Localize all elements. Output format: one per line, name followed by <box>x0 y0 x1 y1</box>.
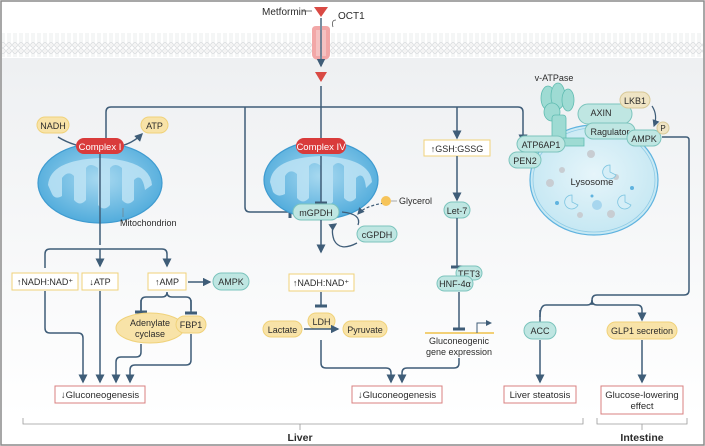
ldh-label: LDH <box>312 317 330 327</box>
hnf4a-label: HNF-4α <box>439 279 471 289</box>
intracellular-metformin-icon <box>315 72 327 82</box>
gsh-gssg-label: ↑GSH:GSSG <box>431 144 484 154</box>
lysosome-label: Lysosome <box>571 177 614 188</box>
cgpdh-badge[interactable] <box>356 225 398 243</box>
phospho-badge <box>656 121 670 135</box>
amp-up-label: ↑AMP <box>155 277 179 287</box>
mid-gluconeogenesis-label: ↓Gluconeogenesis <box>358 390 436 401</box>
oct1-label: OCT1 <box>338 11 365 22</box>
glp1-secretion-badge[interactable] <box>606 321 678 340</box>
atp-badge <box>140 116 169 134</box>
complex-iv-badge <box>296 138 346 154</box>
phospho-label: P <box>660 124 665 133</box>
lactate-badge[interactable] <box>262 320 303 338</box>
mgpdh-badge[interactable] <box>292 203 340 221</box>
complex-i-label: Complex I <box>79 142 122 153</box>
hnf4a-badge[interactable] <box>436 275 474 292</box>
glycerol-icon <box>381 196 391 206</box>
cell-membrane <box>2 33 703 57</box>
nadh-badge <box>36 116 70 134</box>
v-atpase-label: v-ATPase <box>535 73 574 83</box>
ampk-lysosome-label: AMPK <box>631 134 657 144</box>
tet3-label: TET3 <box>458 269 480 279</box>
glucose-lowering-label-1: Glucose-lowering <box>605 390 678 401</box>
glucose-lowering-box <box>600 385 684 415</box>
amp-up-box <box>147 272 187 291</box>
complex-i-badge <box>76 138 124 154</box>
liver-bracket <box>22 418 584 425</box>
atp6ap1-label: ATP6AP1 <box>522 140 561 150</box>
adenylate-label-1: Adenylate <box>130 318 170 328</box>
let7-label: Let-7 <box>447 206 468 216</box>
lkb1-label: LKB1 <box>624 96 646 106</box>
acc-label: ACC <box>530 326 550 336</box>
mitochondrion-label: Mitochondrion <box>120 218 177 228</box>
liver-steatosis-label: Liver steatosis <box>510 390 571 401</box>
atp-down-box <box>81 272 119 291</box>
ragulator-label: Ragulator <box>590 127 629 137</box>
acc-badge[interactable] <box>523 321 557 340</box>
glp1-secretion-label: GLP1 secretion <box>611 326 673 336</box>
pen2-badge[interactable] <box>508 151 542 169</box>
metformin-triangle-icon <box>314 7 328 17</box>
mid-nadh-ratio-box <box>288 273 355 292</box>
glycerol-label: Glycerol <box>399 196 432 206</box>
pyruvate-label: Pyruvate <box>347 325 383 335</box>
complex-iv-label: Complex IV <box>296 142 346 153</box>
left-gluco-lines <box>44 291 192 384</box>
cgpdh-label: cGPDH <box>362 230 393 240</box>
intestine-region-label: Intestine <box>620 432 663 444</box>
fbp1-badge[interactable] <box>175 315 207 334</box>
atp-label: ATP <box>146 121 163 131</box>
atp6ap1-badge[interactable] <box>516 135 566 153</box>
ampk-lysosome-badge[interactable] <box>626 129 662 147</box>
lkb1-badge[interactable] <box>619 91 651 109</box>
pyruvate-badge[interactable] <box>342 320 388 338</box>
lactate-label: Lactate <box>268 325 298 335</box>
mgpdh-label: mGPDH <box>299 208 333 218</box>
left-gluconeogenesis-label: ↓Gluconeogenesis <box>61 390 139 401</box>
left-gluconeogenesis-box <box>54 385 146 404</box>
liver-region-label: Liver <box>287 432 312 444</box>
mid-gluco-lines <box>320 340 460 384</box>
main-branch-lines <box>105 106 528 218</box>
ampk-label: AMPK <box>218 277 244 287</box>
left-nadh-ratio-label: ↑NADH:NAD⁺ <box>17 277 74 287</box>
metformin-label: Metformin <box>262 7 306 18</box>
nadh-label: NADH <box>40 121 66 131</box>
fbp1-label: FBP1 <box>180 320 203 330</box>
mid-nadh-ratio-label: ↑NADH:NAD⁺ <box>293 278 350 288</box>
left-branch-lines <box>44 248 172 268</box>
glucose-lowering-label-2: effect <box>630 401 653 412</box>
ampk-badge[interactable] <box>212 272 250 291</box>
left-nadh-ratio-box <box>11 272 79 291</box>
adenylate-label-2: cyclase <box>135 329 165 339</box>
liver-steatosis-box <box>503 385 577 404</box>
pen2-label: PEN2 <box>513 156 537 166</box>
atp-down-label: ↓ATP <box>89 277 110 287</box>
axin-label: AXIN <box>590 108 611 118</box>
mid-gluconeogenesis-box <box>351 385 443 404</box>
gene-expression-label-1: Gluconeogenic <box>429 336 490 346</box>
transcription-start-icon <box>476 320 492 333</box>
lysosome <box>529 124 659 236</box>
gene-expression-label-2: gene expression <box>426 347 492 357</box>
